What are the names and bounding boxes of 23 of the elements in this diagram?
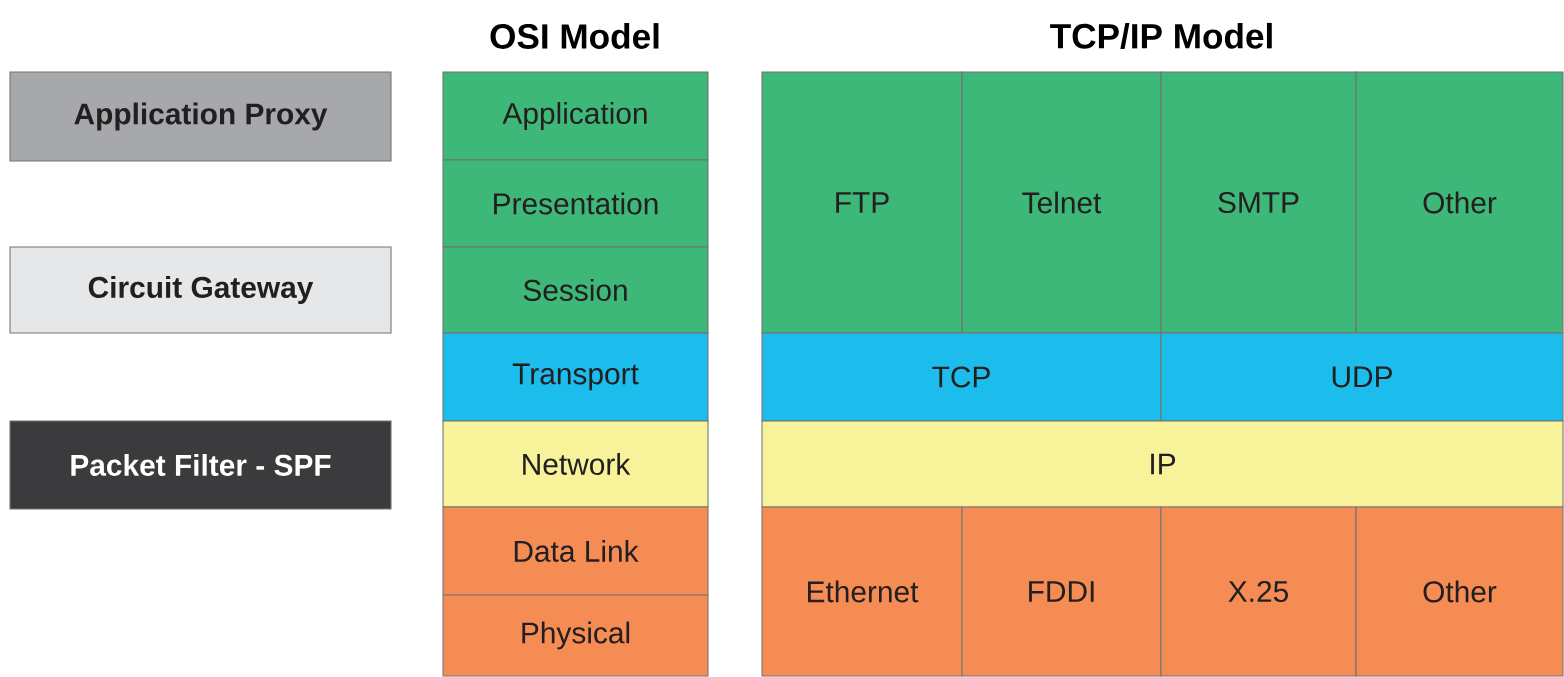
protocol-cell: Other <box>1355 71 1564 334</box>
layer-cell: Presentation <box>442 159 709 248</box>
gateway-box: Circuit Gateway <box>9 246 392 334</box>
layer-cell: Network <box>442 420 709 508</box>
protocol-cell: FTP <box>761 71 963 334</box>
column-title: TCP/IP Model <box>1050 22 1272 50</box>
protocol-cell: Telnet <box>961 71 1162 334</box>
layer-cell: Session <box>442 246 709 334</box>
protocol-cell: X.25 <box>1160 506 1357 677</box>
protocol-cell: UDP <box>1160 332 1564 422</box>
column-title: OSI Model <box>490 23 659 49</box>
protocol-cell: IP <box>761 420 1564 508</box>
layer-cell: Physical <box>442 594 709 677</box>
proxy-box: Application Proxy <box>9 71 392 162</box>
filter-box: Packet Filter - SPF <box>9 420 392 510</box>
protocol-cell: Other <box>1355 506 1564 677</box>
layer-cell: Transport <box>442 332 709 422</box>
protocol-cell: SMTP <box>1160 71 1357 334</box>
protocol-cell: Ethernet <box>761 506 963 677</box>
protocol-cell: TCP <box>761 332 1162 422</box>
layer-cell: Data Link <box>442 506 709 596</box>
protocol-cell: FDDI <box>961 506 1162 677</box>
layer-cell: Application <box>442 71 709 161</box>
